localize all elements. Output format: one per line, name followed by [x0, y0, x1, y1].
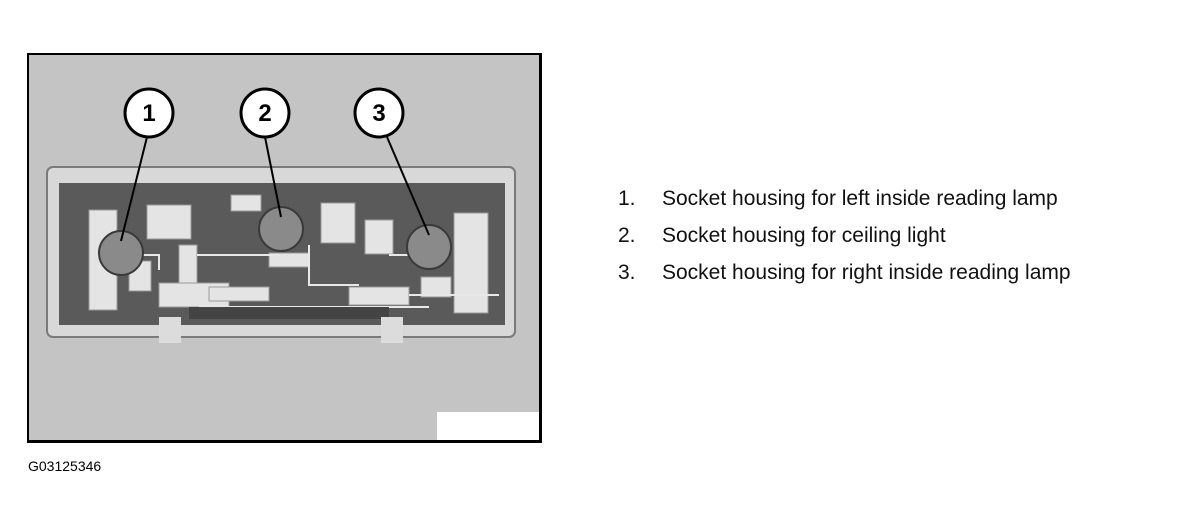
legend-text: Socket housing for ceiling light: [662, 224, 946, 247]
svg-text:3: 3: [372, 100, 385, 127]
socket-ceiling-light: [258, 206, 304, 252]
legend-text: Socket housing for right inside reading …: [662, 261, 1071, 284]
photo-corner-patch: [437, 412, 539, 440]
socket-right-reading-lamp: [406, 224, 452, 270]
socket-left-reading-lamp: [98, 230, 144, 276]
legend-number: 3.: [618, 261, 636, 284]
callout-leaders: [120, 136, 430, 242]
legend-item: 2. Socket housing for ceiling light: [618, 225, 1071, 262]
legend-list: 1. Socket housing for left inside readin…: [618, 188, 1071, 299]
callout-2: 2: [239, 87, 291, 139]
figure-id: G03125346: [28, 458, 102, 474]
callout-1: 1: [123, 87, 175, 139]
legend-number: 1.: [618, 187, 636, 210]
circuit-board-illustration: 1 2 3: [46, 87, 516, 343]
svg-text:2: 2: [258, 100, 271, 127]
legend-item: 3. Socket housing for right inside readi…: [618, 262, 1071, 299]
legend-text: Socket housing for left inside reading l…: [662, 187, 1058, 210]
mounting-clips: [159, 317, 403, 343]
light-unit-photo: 1 2 3: [27, 53, 542, 443]
callout-3: 3: [353, 87, 405, 139]
svg-text:1: 1: [142, 100, 155, 127]
legend-number: 2.: [618, 224, 636, 247]
legend-item: 1. Socket housing for left inside readin…: [618, 188, 1071, 225]
connector-strip: [189, 307, 389, 319]
